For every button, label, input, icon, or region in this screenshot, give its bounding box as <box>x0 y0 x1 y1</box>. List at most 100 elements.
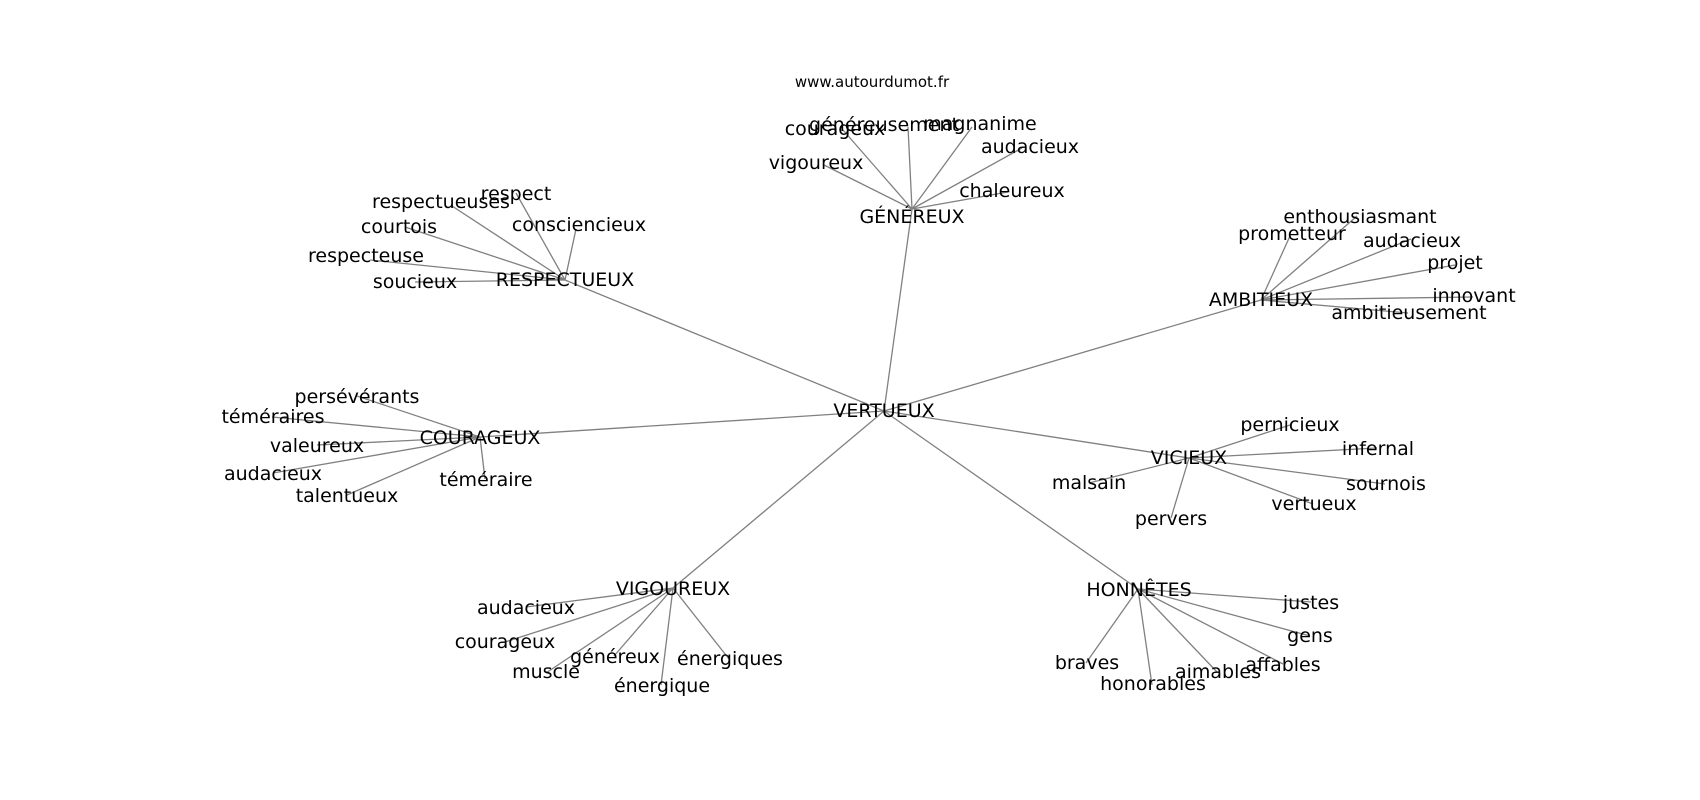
neighbor-edge <box>1137 588 1312 603</box>
neighbor-node-label: aimables <box>1175 661 1261 683</box>
cluster-node-label: RESPECTUEUX <box>496 269 634 291</box>
neighbor-node-label: soucieux <box>373 271 457 293</box>
neighbor-node-label: pernicieux <box>1240 414 1339 436</box>
graph-edges <box>271 126 1474 686</box>
neighbor-node-label: courageux <box>455 631 556 653</box>
neighbor-node-label: persévérants <box>295 386 420 408</box>
neighbor-node-label: énergiques <box>677 648 783 670</box>
neighbor-node-label: valeureux <box>270 435 364 457</box>
neighbor-edge <box>1137 588 1311 637</box>
center-edge <box>883 410 1190 459</box>
cluster-node-label: AMBITIEUX <box>1209 289 1313 311</box>
neighbor-node-label: braves <box>1055 652 1119 674</box>
neighbor-node-label: innovant <box>1432 285 1515 307</box>
neighbor-edge <box>911 126 973 210</box>
cluster-node-label: GÉNÉREUX <box>859 205 964 228</box>
neighbor-edge <box>911 191 1009 210</box>
center-edge <box>883 410 1139 590</box>
neighbor-edge <box>911 147 1023 210</box>
neighbor-edge <box>1170 457 1190 519</box>
neighbor-node-label: généreux <box>570 646 660 668</box>
neighbor-node-label: muscle <box>512 661 580 683</box>
source-label: www.autourdumot.fr <box>795 73 950 91</box>
neighbor-edge <box>271 416 481 438</box>
cluster-node-label: VIGOUREUX <box>616 578 730 600</box>
center-edge <box>883 208 913 412</box>
neighbor-node-label: téméraires <box>221 406 324 428</box>
center-edge <box>672 410 885 589</box>
neighbor-edge <box>1137 588 1153 686</box>
neighbor-node-label: courageux <box>785 118 886 140</box>
neighbor-node-label: pervers <box>1135 508 1207 530</box>
neighbor-node-label: honorables <box>1100 673 1206 695</box>
neighbor-node-label: respect <box>481 183 552 205</box>
neighbor-node-label: audacieux <box>981 136 1079 158</box>
neighbor-node-label: enthousiasmant <box>1283 206 1436 228</box>
neighbor-node-label: audacieux <box>477 597 575 619</box>
neighbor-node-label: sournois <box>1346 473 1426 495</box>
neighbor-edge <box>479 436 486 480</box>
neighbor-node-label: courtois <box>361 216 437 238</box>
neighbor-edge <box>404 226 566 281</box>
neighbor-node-label: vigoureux <box>769 152 864 174</box>
neighbor-edge <box>1260 296 1474 301</box>
neighbor-node-label: chaleureux <box>959 180 1065 202</box>
neighbor-node-label: talentueux <box>296 485 399 507</box>
neighbor-node-label: prometteur <box>1238 223 1346 245</box>
neighbor-edge <box>1088 457 1190 484</box>
neighbor-edge <box>1188 457 1386 485</box>
neighbor-edge <box>504 587 674 643</box>
neighbor-edge <box>1137 588 1218 673</box>
neighbor-node-label: vertueux <box>1271 493 1356 515</box>
neighbor-edge <box>613 587 674 657</box>
neighbor-node-label: justes <box>1282 592 1339 614</box>
neighbor-edge <box>356 395 481 438</box>
neighbor-node-label: généreusement <box>809 114 959 136</box>
neighbor-node-label: respecteuse <box>308 245 424 267</box>
neighbor-edge <box>1085 588 1139 664</box>
center-edge <box>564 279 885 412</box>
neighbor-node-label: projet <box>1427 252 1483 274</box>
neighbor-edge <box>1188 424 1291 459</box>
center-edge <box>479 410 885 438</box>
neighbor-node-label: téméraire <box>439 469 532 491</box>
cluster-node-label: COURAGEUX <box>420 427 541 449</box>
neighbor-edge <box>660 587 674 686</box>
neighbor-edge <box>515 192 566 281</box>
neighbor-edge <box>316 436 481 446</box>
neighbor-node-label: affables <box>1245 654 1320 676</box>
neighbor-edge <box>525 587 674 608</box>
graph-nodes: GÉNÉREUXcourageuxgénéreusementmagnanimea… <box>221 113 1515 697</box>
neighbor-edge <box>823 164 913 210</box>
neighbor-edge <box>414 279 566 283</box>
neighbor-node-label: consciencieux <box>512 214 646 236</box>
neighbor-node-label: audacieux <box>224 463 322 485</box>
neighbor-node-label: magnanime <box>923 113 1036 135</box>
neighbor-edge <box>272 436 481 474</box>
neighbor-edge <box>1188 447 1378 459</box>
neighbor-edge <box>842 129 913 210</box>
neighbor-edge <box>1137 588 1284 665</box>
neighbor-edge <box>907 126 913 210</box>
neighbor-node-label: infernal <box>1342 438 1414 460</box>
center-node-label: VERTUEUX <box>833 400 934 422</box>
neighbor-edge <box>1260 264 1456 301</box>
neighbor-edge <box>672 587 730 660</box>
neighbor-edge <box>369 259 566 281</box>
neighbor-edge <box>1260 215 1358 301</box>
neighbor-edge <box>1260 238 1412 301</box>
neighbor-node-label: audacieux <box>1363 230 1461 252</box>
center-edge <box>883 299 1262 412</box>
cluster-node-label: HONNÊTES <box>1086 578 1191 601</box>
neighbor-node-label: respectueuses <box>372 191 510 213</box>
neighbor-edge <box>1260 235 1291 301</box>
neighbor-node-label: malsain <box>1052 472 1126 494</box>
neighbor-edge <box>346 436 481 496</box>
neighbor-node-label: énergique <box>614 675 710 697</box>
neighbor-edge <box>564 228 577 281</box>
neighbor-edge <box>1188 457 1314 505</box>
neighbor-edge <box>545 587 674 674</box>
neighbor-node-label: gens <box>1287 625 1333 647</box>
neighbor-node-label: ambitieusement <box>1331 302 1486 324</box>
